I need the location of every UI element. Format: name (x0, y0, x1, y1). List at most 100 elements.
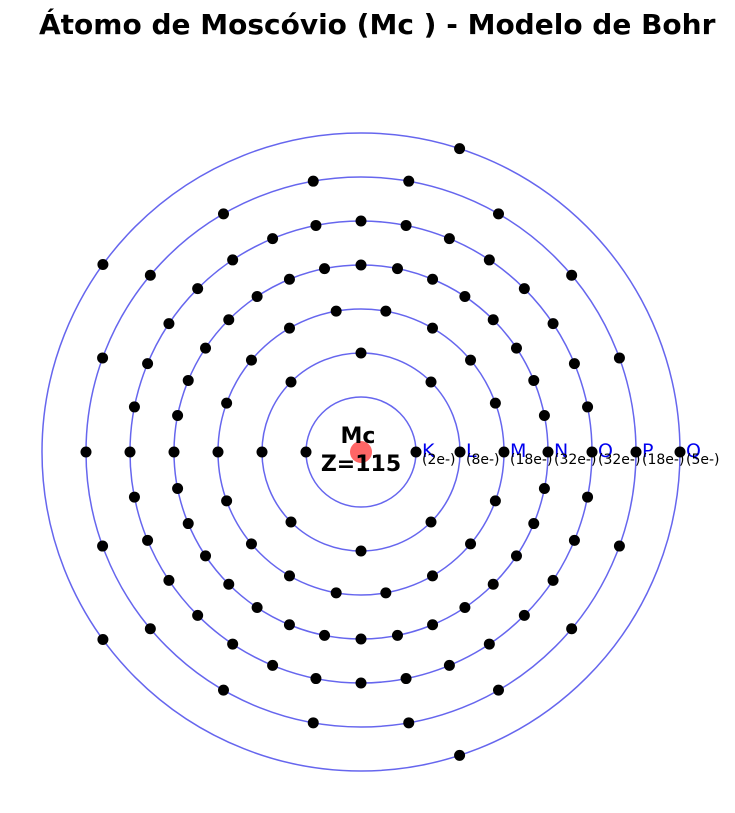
electron-K (410, 446, 422, 458)
electron-N (223, 314, 235, 326)
electron-K (300, 446, 312, 458)
electron-M (427, 322, 438, 334)
electron-M (489, 495, 501, 507)
electron-L (425, 516, 437, 528)
electron-N (510, 550, 522, 562)
electron-M (330, 305, 342, 317)
electron-O (582, 401, 594, 413)
electron-N (168, 446, 180, 458)
electron-L (454, 446, 466, 458)
electron-P (403, 717, 415, 729)
shell-count-M: (18e-) (510, 452, 552, 468)
electron-O (128, 491, 140, 503)
electron-N (528, 518, 540, 530)
electron-O (267, 659, 279, 671)
shell-count-K: (2e-) (422, 452, 456, 468)
shell-letter-K: K (422, 440, 435, 462)
electron-M (465, 354, 477, 366)
electron-O (568, 534, 580, 546)
electron-O (163, 574, 175, 586)
shell-letter-Q: Q (686, 440, 701, 462)
atomic-number-label: Z=115 (321, 452, 401, 477)
nucleus (350, 441, 372, 463)
electron-O (582, 491, 594, 503)
electron-M (221, 397, 233, 409)
electron-N (223, 578, 235, 590)
electron-P (403, 175, 415, 187)
electron-N (182, 374, 194, 386)
electron-O (586, 446, 598, 458)
electron-L (425, 376, 437, 388)
electron-P (493, 208, 504, 220)
electron-O (192, 609, 204, 621)
electron-Q (97, 634, 109, 645)
electrons-group (80, 143, 686, 761)
electron-M (284, 322, 295, 334)
electron-P (307, 717, 319, 729)
electron-N (319, 629, 331, 641)
electron-N (172, 482, 184, 494)
electron-O (124, 446, 136, 458)
electron-L (285, 376, 297, 388)
electron-N (487, 314, 499, 326)
electron-M (330, 587, 342, 599)
electron-N (172, 410, 184, 422)
electron-P (566, 269, 578, 281)
electron-P (566, 623, 578, 635)
electron-O (310, 673, 322, 685)
shell-letter-O: O (598, 440, 613, 462)
electron-P (144, 269, 156, 281)
electron-N (427, 273, 439, 285)
shell-count-O: (32e-) (598, 452, 640, 468)
electron-N (459, 291, 471, 303)
electron-O (400, 219, 412, 231)
nucleus-symbol: Mc (341, 424, 376, 449)
electron-O (227, 254, 239, 266)
electron-L (355, 545, 367, 557)
electron-P (630, 446, 642, 458)
electron-P (613, 352, 625, 364)
electron-L (285, 516, 297, 528)
electron-O (310, 219, 322, 231)
electron-N (459, 601, 471, 613)
shell-letter-N: N (554, 440, 568, 462)
shell-count-P: (18e-) (642, 452, 684, 468)
electron-P (97, 540, 109, 552)
electron-N (283, 619, 295, 631)
electron-M (284, 570, 295, 582)
electron-O (267, 233, 279, 245)
electron-P (80, 446, 92, 458)
electron-N (182, 518, 194, 530)
electron-N (510, 342, 522, 354)
electron-O (483, 638, 495, 650)
electron-N (487, 578, 499, 590)
electron-N (538, 410, 550, 422)
electron-M (245, 538, 257, 550)
electron-O (518, 283, 530, 295)
shell-count-N: (32e-) (554, 452, 596, 468)
electron-N (391, 263, 403, 275)
electron-Q (454, 143, 466, 155)
electron-Q (454, 749, 466, 761)
electron-M (427, 570, 438, 582)
shell-letter-M: M (510, 440, 526, 462)
electron-M (245, 354, 257, 366)
electron-M (465, 538, 477, 550)
electron-O (142, 534, 154, 546)
electron-O (443, 233, 455, 245)
electron-M (212, 446, 224, 458)
shell-count-Q: (5e-) (686, 452, 720, 468)
electron-O (400, 673, 412, 685)
electron-N (355, 259, 367, 271)
electron-M (380, 305, 392, 317)
electron-P (97, 352, 109, 364)
electron-N (355, 633, 367, 645)
electron-N (391, 629, 403, 641)
electron-O (163, 318, 175, 330)
electron-O (443, 659, 455, 671)
electron-O (483, 254, 495, 266)
electron-P (218, 684, 229, 696)
electron-O (192, 283, 204, 295)
shell-letter-P: P (642, 440, 653, 462)
electron-P (307, 175, 319, 187)
